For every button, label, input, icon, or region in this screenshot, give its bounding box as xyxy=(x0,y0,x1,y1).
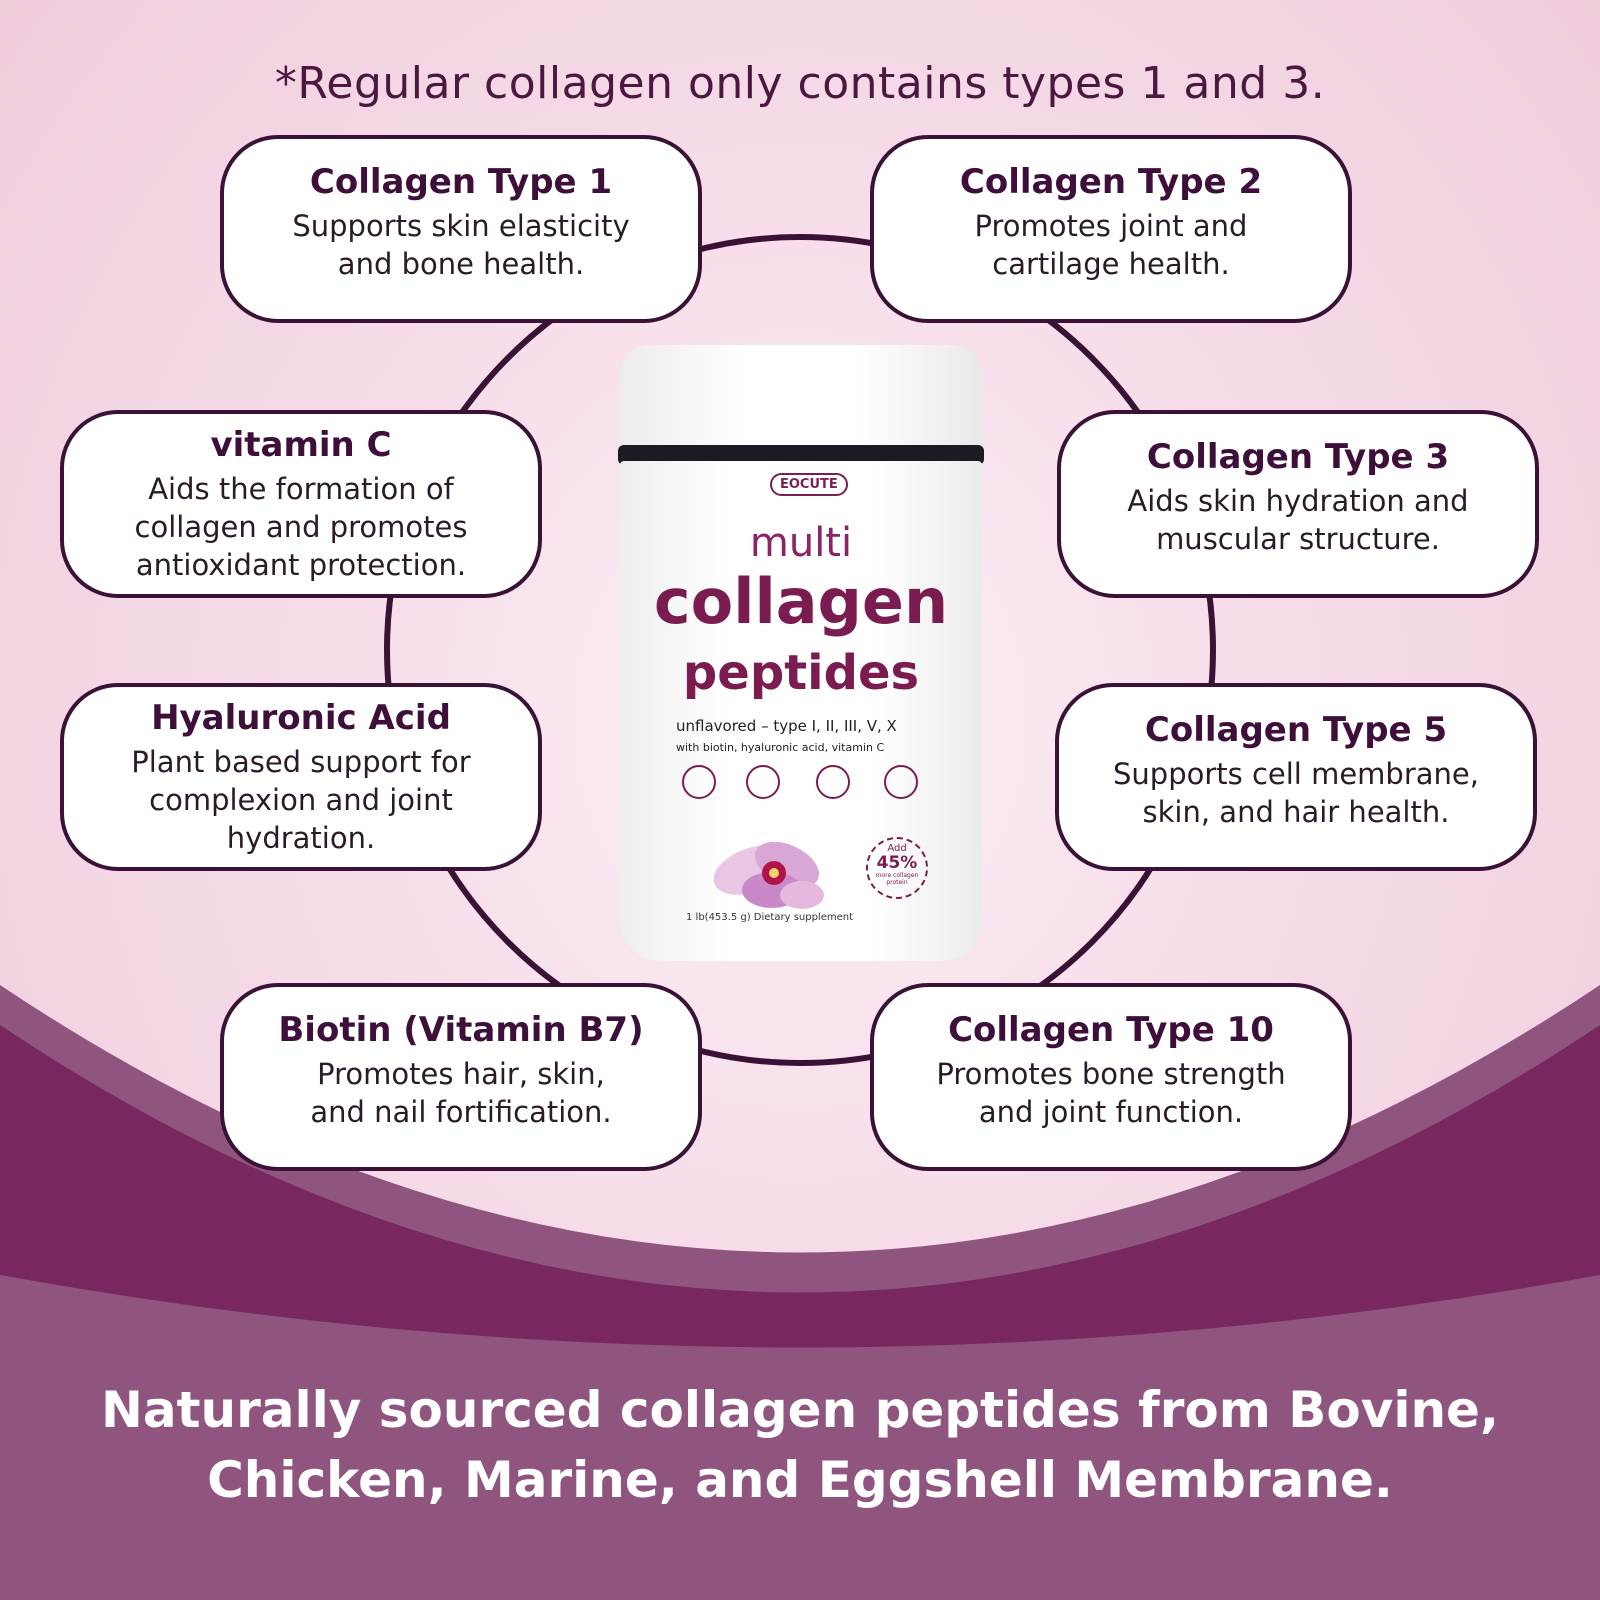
card-title: Collagen Type 2 xyxy=(959,162,1263,202)
jar-lid xyxy=(620,345,982,453)
card-desc: Supports skin elasticity and bone health… xyxy=(292,209,630,281)
product-ingredients: with biotin, hyaluronic acid, vitamin C xyxy=(676,741,885,754)
footer-statement: Naturally sourced collagen peptides from… xyxy=(0,1375,1600,1515)
card-collagen-type-5: Collagen Type 5 Supports cell membrane, … xyxy=(1055,683,1537,871)
card-title: Collagen Type 1 xyxy=(309,162,613,202)
card-title: Hyaluronic Acid xyxy=(151,698,451,738)
card-collagen-type-10: Collagen Type 10 Promotes bone strength … xyxy=(870,983,1352,1171)
product-jar: EOCUTE multi collagen peptides unflavore… xyxy=(618,345,984,965)
card-hyaluronic-acid: Hyaluronic Acid Plant based support for … xyxy=(60,683,542,871)
product-line-3: peptides xyxy=(682,645,920,701)
badge-value: 45% xyxy=(876,853,918,873)
card-desc: Promotes hair, skin, and nail fortificat… xyxy=(310,1057,612,1129)
badge-top: Add xyxy=(887,843,907,854)
product-line-2: collagen xyxy=(653,565,949,638)
nail-icon xyxy=(884,765,918,799)
header-note: *Regular collagen only contains types 1 … xyxy=(274,58,1326,109)
card-collagen-type-2: Collagen Type 2 Promotes joint and carti… xyxy=(870,135,1352,323)
card-title: vitamin C xyxy=(210,425,392,465)
product-subtitle: unflavored – type I, II, III, V, X xyxy=(676,717,897,735)
badge-bottom: more collagen protein xyxy=(875,872,919,886)
card-desc: Promotes bone strength and joint functio… xyxy=(936,1057,1286,1129)
card-title: Collagen Type 10 xyxy=(948,1010,1274,1050)
footer-line-2: Chicken, Marine, and Eggshell Membrane. xyxy=(207,1451,1393,1509)
card-biotin: Biotin (Vitamin B7) Promotes hair, skin,… xyxy=(220,983,702,1171)
card-desc: Promotes joint and cartilage health. xyxy=(974,209,1248,281)
bonus-badge: Add 45% more collagen protein xyxy=(866,837,928,899)
benefit-icons xyxy=(682,765,922,805)
card-title: Biotin (Vitamin B7) xyxy=(278,1010,644,1050)
hair-icon xyxy=(816,765,850,799)
card-collagen-type-3: Collagen Type 3 Aids skin hydration and … xyxy=(1057,410,1539,598)
card-desc: Aids skin hydration and muscular structu… xyxy=(1127,484,1469,556)
card-vitamin-c: vitamin C Aids the formation of collagen… xyxy=(60,410,542,598)
card-desc: Plant based support for complexion and j… xyxy=(131,745,471,855)
card-desc: Aids the formation of collagen and promo… xyxy=(134,472,468,582)
card-title: Collagen Type 3 xyxy=(1146,437,1450,477)
brand-logo: EOCUTE xyxy=(770,473,848,496)
net-weight: 1 lb(453.5 g) Dietary supplement xyxy=(686,912,854,923)
orchid-icon xyxy=(713,841,824,909)
footer-line-1: Naturally sourced collagen peptides from… xyxy=(101,1381,1499,1439)
joint-icon xyxy=(682,765,716,799)
face-icon xyxy=(746,765,780,799)
product-line-1: multi xyxy=(749,520,853,566)
card-desc: Supports cell membrane, skin, and hair h… xyxy=(1113,757,1479,829)
card-title: Collagen Type 5 xyxy=(1144,710,1448,750)
jar-lid-band xyxy=(618,445,984,465)
card-collagen-type-1: Collagen Type 1 Supports skin elasticity… xyxy=(220,135,702,323)
